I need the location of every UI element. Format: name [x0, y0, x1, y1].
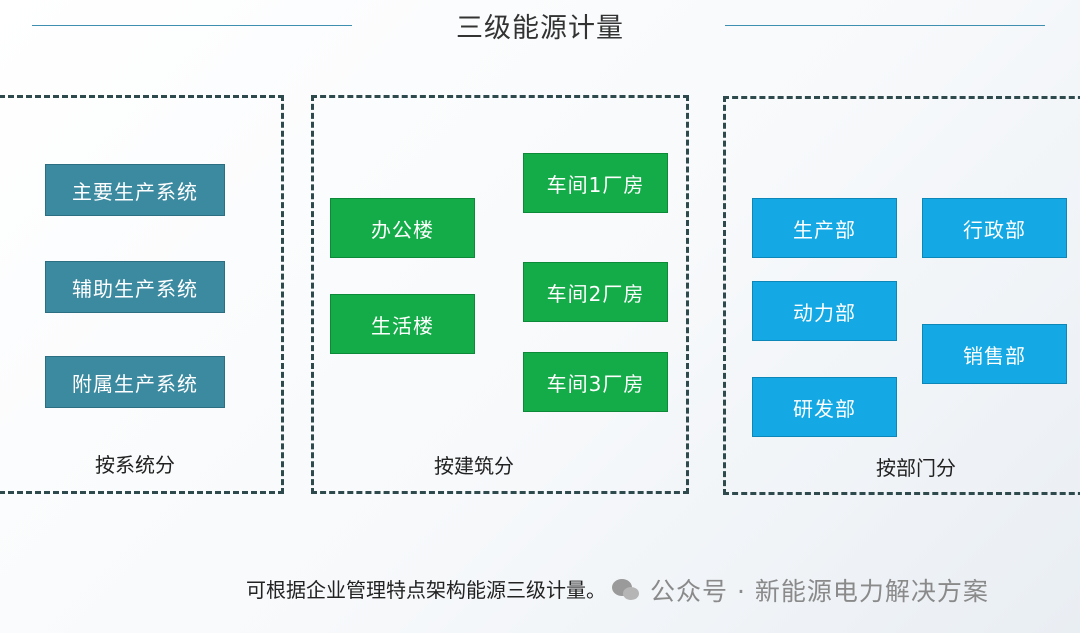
system-box-ancillary: 附属生产系统: [45, 356, 225, 408]
group-by-system: [0, 95, 284, 494]
department-box-rnd: 研发部: [752, 377, 897, 437]
caption-by-system: 按系统分: [95, 453, 175, 477]
watermark: 公众号 · 新能源电力解决方案: [612, 572, 989, 608]
building-box-workshop-1: 车间1厂房: [523, 153, 668, 213]
department-box-power: 动力部: [752, 281, 897, 341]
system-box-main: 主要生产系统: [45, 164, 225, 216]
group-by-building: [311, 95, 689, 494]
footer-note: 可根据企业管理特点架构能源三级计量。: [246, 578, 606, 602]
group-by-department: [723, 96, 1080, 495]
wechat-icon: [612, 579, 640, 601]
watermark-text: 公众号 · 新能源电力解决方案: [650, 577, 989, 606]
building-box-office: 办公楼: [330, 198, 475, 258]
system-box-auxiliary: 辅助生产系统: [45, 261, 225, 313]
caption-by-building: 按建筑分: [434, 454, 514, 478]
department-box-sales: 销售部: [922, 324, 1067, 384]
caption-by-department: 按部门分: [876, 456, 956, 480]
building-box-workshop-3: 车间3厂房: [523, 352, 668, 412]
page-title: 三级能源计量: [456, 13, 624, 44]
title-line-left: [32, 25, 352, 26]
building-box-living: 生活楼: [330, 294, 475, 354]
title-line-right: [725, 25, 1045, 26]
department-box-admin: 行政部: [922, 198, 1067, 258]
department-box-production: 生产部: [752, 198, 897, 258]
building-box-workshop-2: 车间2厂房: [523, 262, 668, 322]
